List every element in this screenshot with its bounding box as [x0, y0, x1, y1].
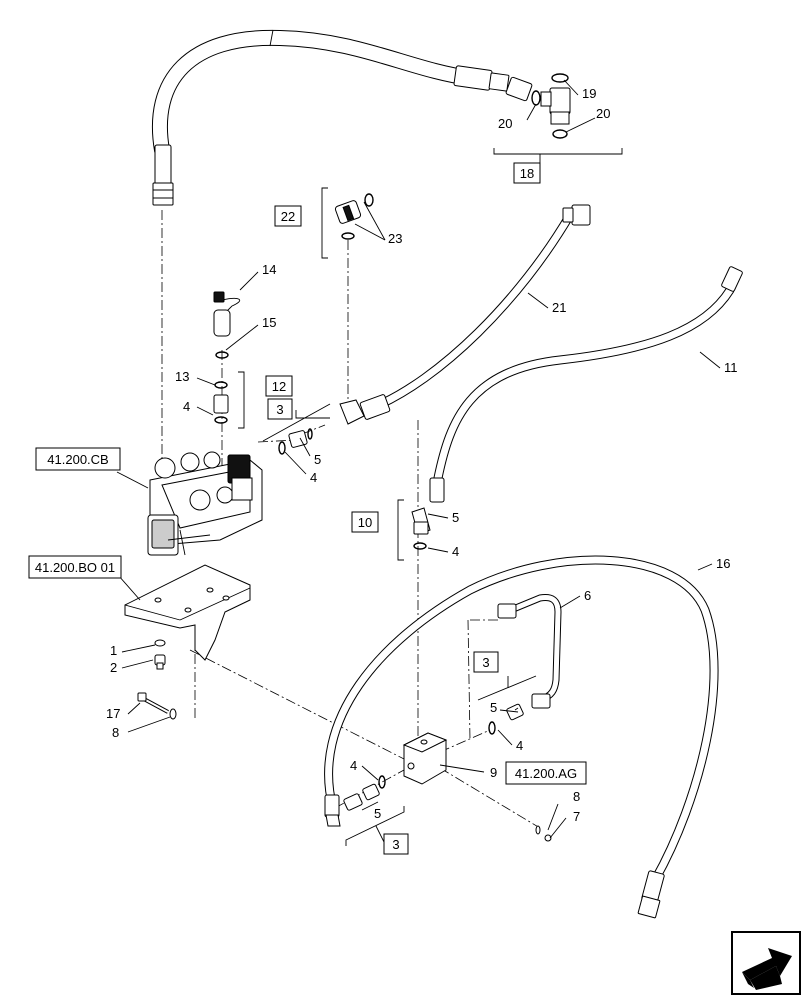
callout-8-bolt: 8 [112, 725, 119, 740]
ref-41-200-bo-01: 41.200.BO 01 [35, 560, 115, 575]
ref-41-200-cb: 41.200.CB [47, 452, 108, 467]
callout-1: 1 [110, 643, 117, 658]
tee-fitting-assembly [493, 73, 623, 173]
callout-5-fitting10: 5 [452, 510, 459, 525]
callout-13: 13 [175, 369, 189, 384]
next-page-arrow-icon[interactable] [731, 931, 801, 995]
box-10: 10 [358, 515, 372, 530]
box-3-tube: 3 [482, 655, 489, 670]
callout-labels: 19 20 20 14 15 13 4 23 21 11 5 4 5 4 16 … [106, 86, 738, 824]
mounting-bracket [124, 564, 251, 661]
boxed-item-labels: 18 22 12 3 10 3 3 [265, 162, 541, 855]
pressure-switch-14 [213, 291, 241, 359]
callout-7: 7 [573, 809, 580, 824]
fitting-10-assembly [397, 499, 431, 561]
ref-41-200-ag: 41.200.AG [515, 766, 577, 781]
control-valve-block [147, 451, 263, 556]
hose-11 [429, 266, 743, 503]
fitting-22-assembly [321, 187, 374, 259]
callout-5-valve: 5 [314, 452, 321, 467]
box-18: 18 [520, 166, 534, 181]
washer-bolt-1-2 [154, 639, 166, 670]
leader-lines [116, 79, 721, 839]
callout-11: 11 [724, 360, 738, 375]
callout-6: 6 [584, 588, 591, 603]
bolt-17-washer-8 [137, 692, 177, 720]
manifold-fittings [343, 703, 552, 842]
callout-20-left: 20 [498, 116, 512, 131]
callout-23: 23 [388, 231, 402, 246]
callout-8-block: 8 [573, 789, 580, 804]
hose-16 [324, 555, 719, 919]
callout-16: 16 [716, 556, 730, 571]
reference-labels: 41.200.CB 41.200.BO 01 41.200.AG [28, 447, 587, 785]
callout-2: 2 [110, 660, 117, 675]
bracket-3b [477, 675, 537, 701]
callout-19: 19 [582, 86, 596, 101]
callout-4-block-left: 4 [350, 758, 357, 773]
callout-5-block-left: 5 [374, 806, 381, 821]
callout-15: 15 [262, 315, 276, 330]
bracket-3a [295, 410, 330, 419]
callout-4-block-right: 4 [516, 738, 523, 753]
callout-9: 9 [490, 765, 497, 780]
callout-5-block-right: 5 [490, 700, 497, 715]
callout-4-valve: 4 [310, 470, 317, 485]
callout-4-adapter: 4 [183, 399, 190, 414]
manifold-block-9 [402, 732, 448, 785]
bracket-3c [345, 806, 405, 846]
box-3-valve: 3 [276, 402, 283, 417]
callout-4-fitting10: 4 [452, 544, 459, 559]
hose-21 [339, 204, 591, 425]
callout-14: 14 [262, 262, 276, 277]
box-22: 22 [281, 209, 295, 224]
tube-6 [497, 594, 562, 709]
box-3-block: 3 [392, 837, 399, 852]
callout-21: 21 [552, 300, 566, 315]
callout-17: 17 [106, 706, 120, 721]
callout-20-right: 20 [596, 106, 610, 121]
upper-supply-hose [151, 29, 533, 206]
adapter-12-assembly [213, 371, 245, 429]
box-12: 12 [272, 379, 286, 394]
